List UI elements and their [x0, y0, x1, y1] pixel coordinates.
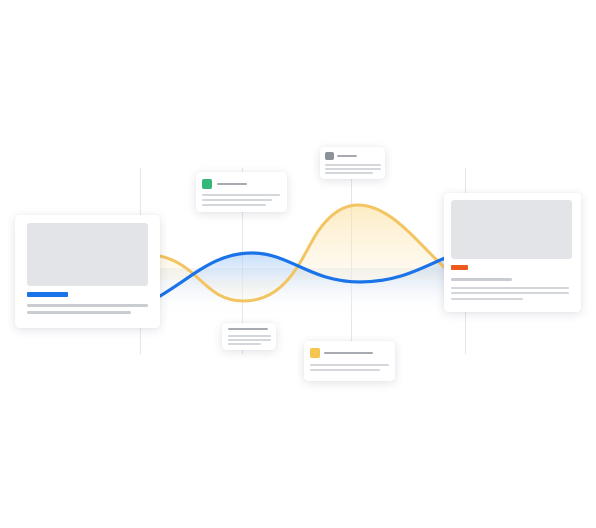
text-line: [228, 343, 261, 345]
text-line: [324, 352, 373, 354]
yellow-wave-area: [160, 205, 445, 302]
text-line: [451, 298, 523, 300]
blue-accent: [27, 292, 68, 297]
note-card-grey: [320, 147, 385, 179]
text-line: [202, 194, 280, 196]
image-placeholder: [451, 200, 572, 259]
note-card-green: [196, 172, 287, 212]
text-line: [27, 304, 148, 307]
yellow-swatch: [310, 348, 320, 358]
blue-wave-area: [160, 253, 445, 300]
text-line: [27, 311, 131, 314]
text-line: [451, 292, 569, 294]
text-line: [325, 164, 381, 166]
text-line: [228, 328, 268, 330]
blue-wave: [158, 251, 447, 298]
green-swatch: [202, 179, 212, 189]
yellow-wave: [158, 203, 447, 303]
note-card-yellow: [304, 341, 395, 381]
text-line: [217, 183, 247, 185]
text-line: [325, 172, 373, 174]
orange-accent: [451, 265, 468, 270]
right-media-card: [444, 193, 581, 312]
text-line: [310, 364, 389, 366]
text-line: [325, 168, 381, 170]
text-line: [337, 155, 357, 157]
left-media-card: [15, 215, 160, 328]
note-card-plain: [222, 323, 276, 350]
text-line: [228, 335, 271, 337]
text-line: [202, 199, 272, 201]
image-placeholder: [27, 223, 148, 286]
text-line: [451, 287, 569, 289]
text-line: [310, 369, 380, 371]
text-line: [228, 339, 271, 341]
grey-swatch: [325, 152, 334, 160]
text-line: [451, 278, 512, 281]
text-line: [202, 204, 266, 206]
